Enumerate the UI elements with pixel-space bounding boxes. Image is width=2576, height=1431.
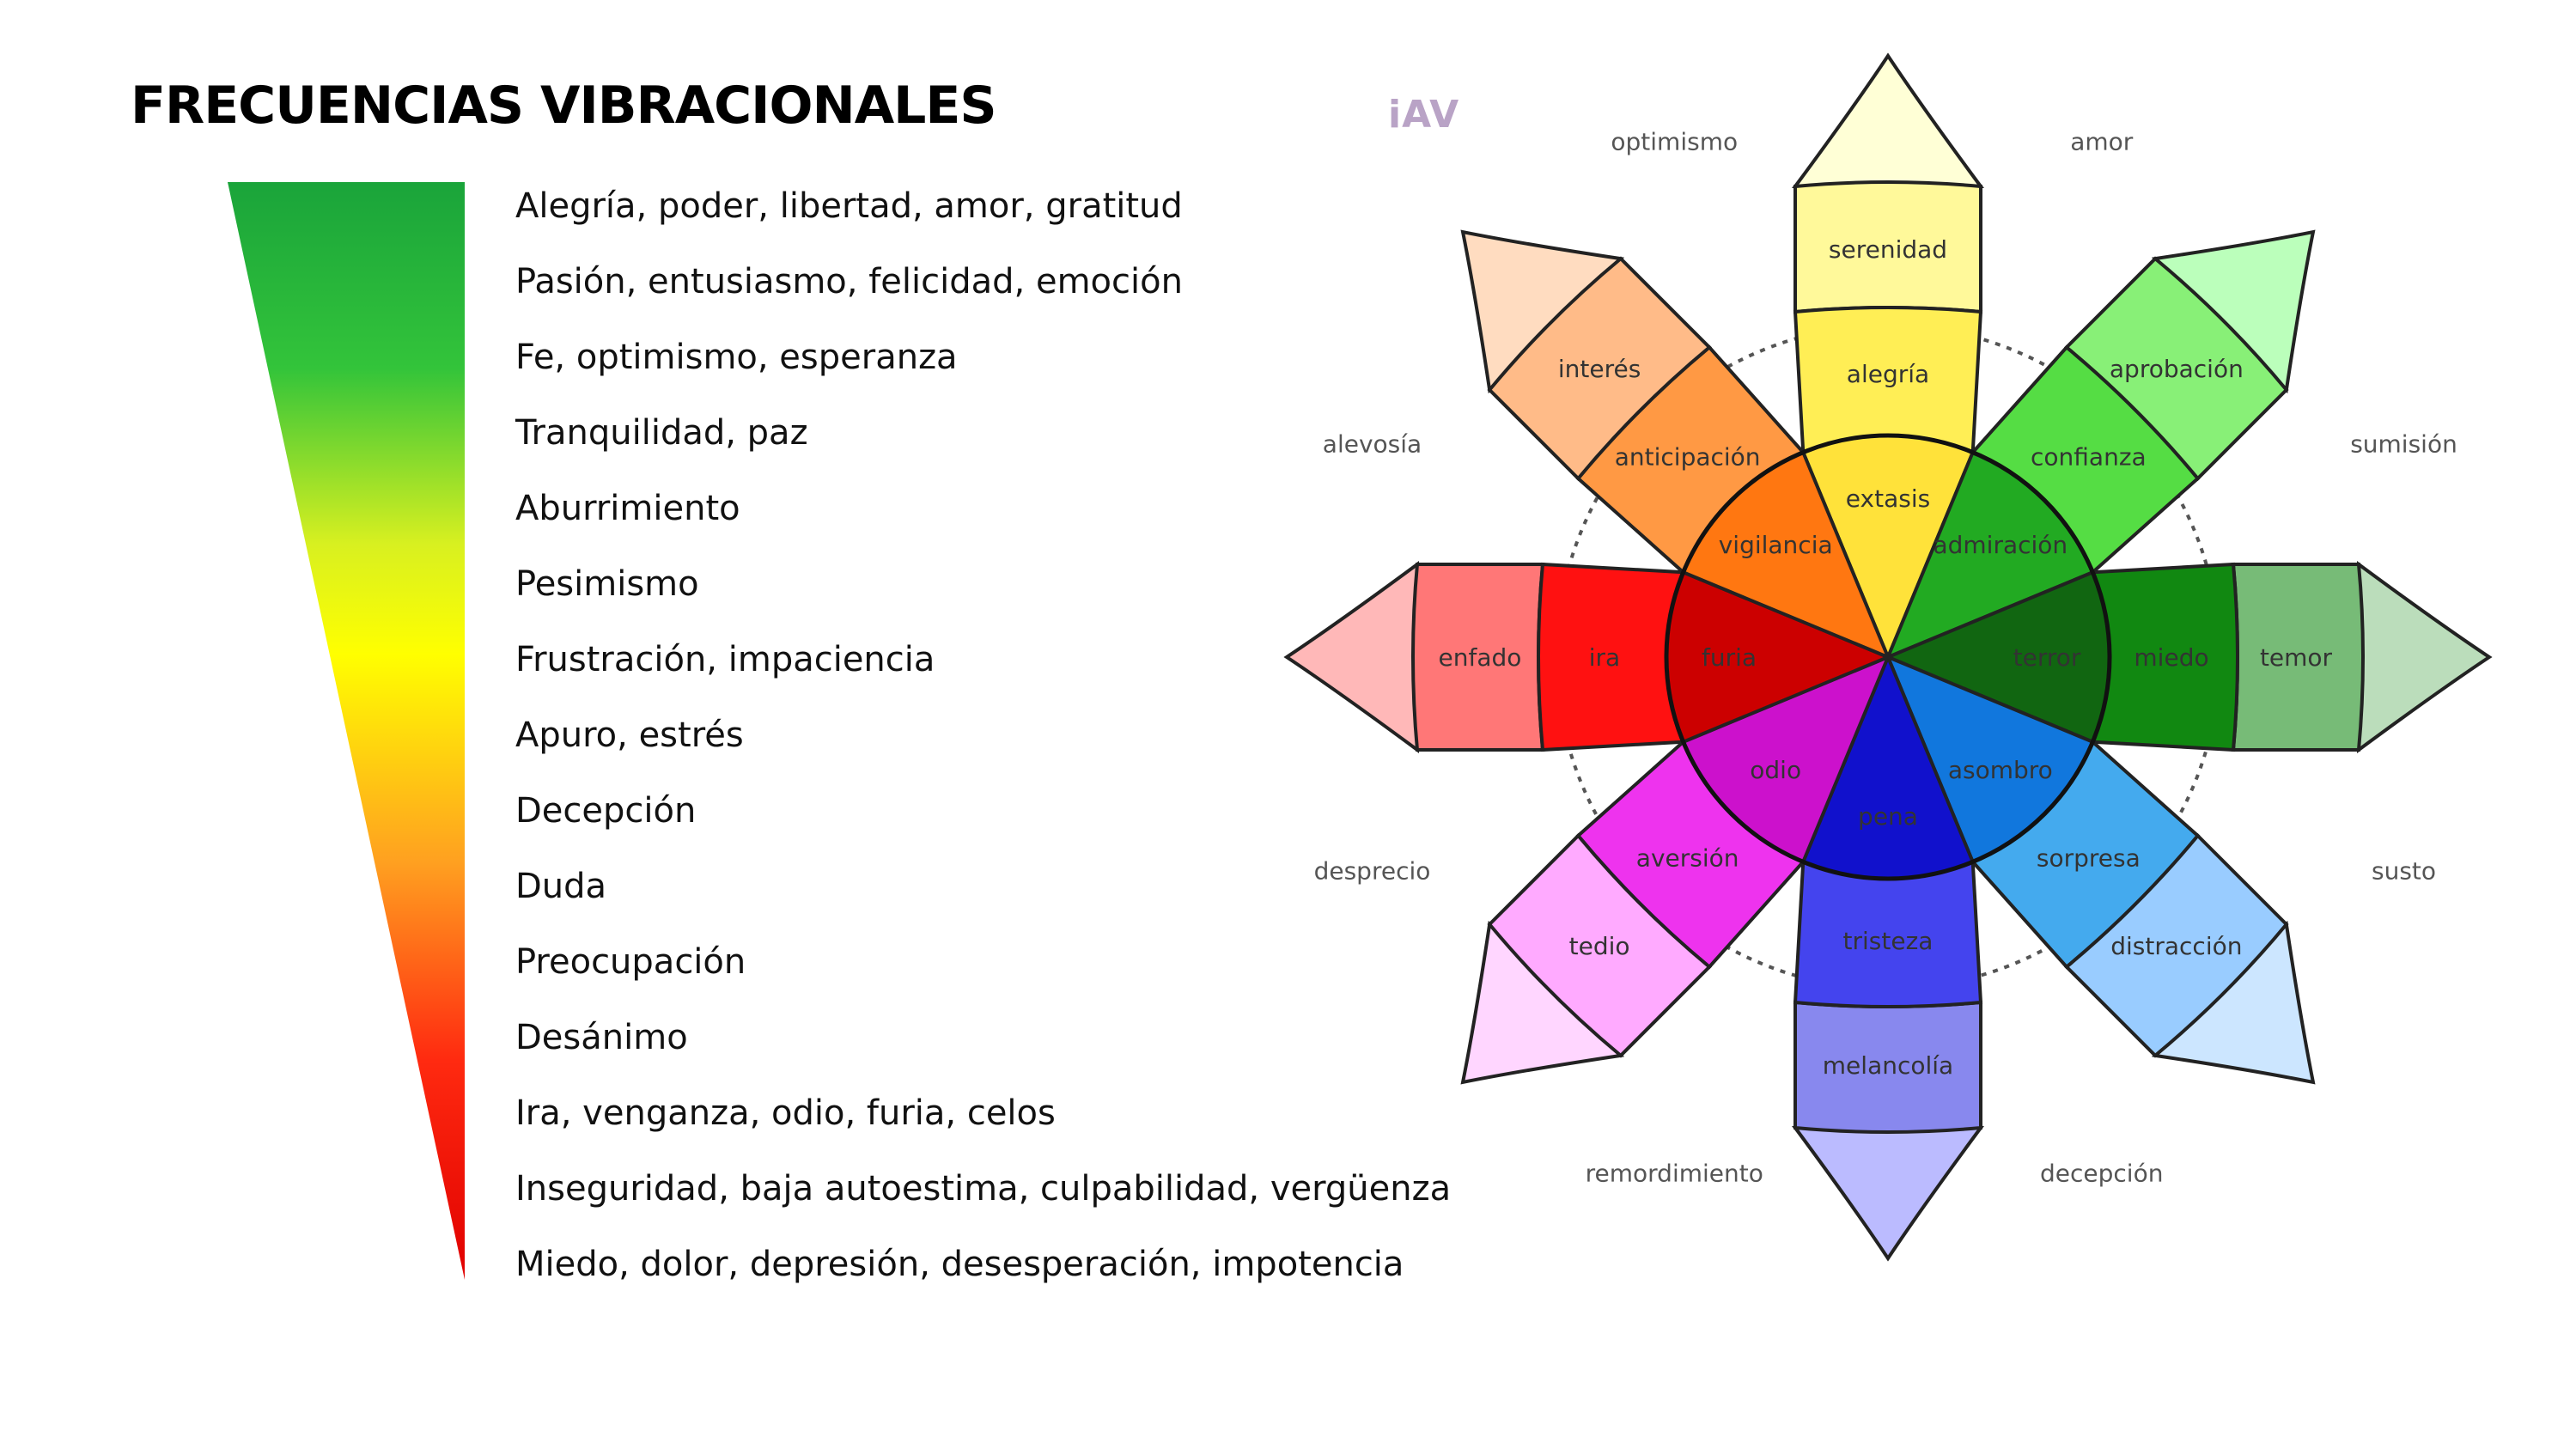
frequency-item: Tranquilidad, paz bbox=[515, 413, 808, 453]
petal-outer-zone bbox=[1283, 561, 1419, 753]
emotion-label: tristeza bbox=[1843, 927, 1934, 955]
emotion-label: tedio bbox=[1569, 932, 1630, 960]
emotion-label: anticipación bbox=[1615, 443, 1761, 472]
frequency-item: Preocupación bbox=[515, 942, 746, 982]
petal-trust bbox=[1885, 229, 2316, 661]
dyad-label: susto bbox=[2372, 857, 2436, 886]
dyad-label: remordimiento bbox=[1586, 1160, 1763, 1188]
petal-outer-zone bbox=[2151, 920, 2316, 1085]
petal-outer-zone bbox=[1792, 1126, 1984, 1262]
emotion-label: enfado bbox=[1439, 643, 1522, 672]
emotion-label: distracción bbox=[2110, 932, 2242, 960]
dyad-label: alevosía bbox=[1323, 429, 1422, 458]
emotion-wheel: extasis alegría serenidad admiración confian… bbox=[1283, 52, 2493, 1262]
emotion-label: ira bbox=[1589, 643, 1620, 672]
frequency-item: Decepción bbox=[515, 791, 697, 831]
emotion-label: sorpresa bbox=[2037, 843, 2141, 872]
petal-anger bbox=[1283, 561, 1893, 753]
page-title: FRECUENCIAS VIBRACIONALES bbox=[131, 76, 997, 136]
frequency-item: Pesimismo bbox=[515, 564, 699, 604]
frequency-item: Duda bbox=[515, 867, 607, 906]
emotion-label: interés bbox=[1558, 355, 1641, 383]
emotion-label: miedo bbox=[2134, 643, 2208, 672]
emotion-label: alegría bbox=[1847, 360, 1929, 388]
petal-outer-zone bbox=[1460, 920, 1625, 1085]
frequency-item: Apuro, estrés bbox=[515, 716, 744, 755]
dyad-label: desprecio bbox=[1314, 857, 1431, 886]
petal-anticipation bbox=[1460, 229, 1891, 661]
emotion-label: odio bbox=[1750, 756, 1801, 784]
frequency-item: Desánimo bbox=[515, 1018, 688, 1057]
emotion-label: terror bbox=[2013, 643, 2081, 672]
petal-disgust bbox=[1460, 654, 1891, 1085]
dyad-label: sumisión bbox=[2350, 429, 2457, 458]
emotion-label: aprobación bbox=[2110, 355, 2244, 383]
petal-sadness bbox=[1792, 652, 1984, 1262]
petal-outer-zone bbox=[1792, 52, 1984, 188]
emotion-label: vigilancia bbox=[1719, 531, 1833, 559]
wheel-inner-ring bbox=[1664, 433, 2112, 881]
frequency-item: Miedo, dolor, depresión, desesperación, … bbox=[515, 1245, 1404, 1284]
frequency-item: Pasión, entusiasmo, felicidad, emoción bbox=[515, 262, 1183, 301]
frequency-triangle bbox=[228, 182, 465, 1280]
emotion-label: melancolía bbox=[1823, 1051, 1953, 1080]
emotion-label: temor bbox=[2260, 643, 2333, 672]
emotion-label: aversión bbox=[1636, 843, 1739, 872]
frequency-item: Frustración, impaciencia bbox=[515, 640, 935, 679]
dyad-label: decepción bbox=[2040, 1160, 2163, 1188]
petal-surprise bbox=[1885, 654, 2316, 1085]
petal-outer-zone bbox=[2151, 229, 2316, 394]
frequency-item: Inseguridad, baja autoestima, culpabilid… bbox=[515, 1169, 1452, 1209]
emotion-label: admiración bbox=[1933, 531, 2067, 559]
emotion-label: confianza bbox=[2031, 443, 2147, 472]
emotion-label: asombro bbox=[1948, 756, 2053, 784]
dyad-label: optimismo bbox=[1611, 127, 1738, 155]
petal-outer-zone bbox=[2357, 561, 2493, 753]
dyad-label: amor bbox=[2070, 127, 2134, 155]
petal-fear bbox=[1883, 561, 2493, 753]
emotion-label: extasis bbox=[1846, 484, 1930, 513]
frequency-item: Aburrimiento bbox=[515, 489, 740, 528]
logo: iAV bbox=[1388, 93, 1460, 137]
frequency-item: Fe, optimismo, esperanza bbox=[515, 338, 958, 377]
emotion-label: pena bbox=[1858, 802, 1918, 831]
frequency-item: Ira, venganza, odio, furia, celos bbox=[515, 1093, 1056, 1133]
petal-outer-zone bbox=[1460, 229, 1625, 394]
frequency-gradient-scale bbox=[228, 182, 465, 1280]
emotion-label: furia bbox=[1702, 643, 1757, 672]
frequency-item: Alegría, poder, libertad, amor, gratitud bbox=[515, 186, 1183, 226]
emotion-label: serenidad bbox=[1829, 235, 1947, 264]
